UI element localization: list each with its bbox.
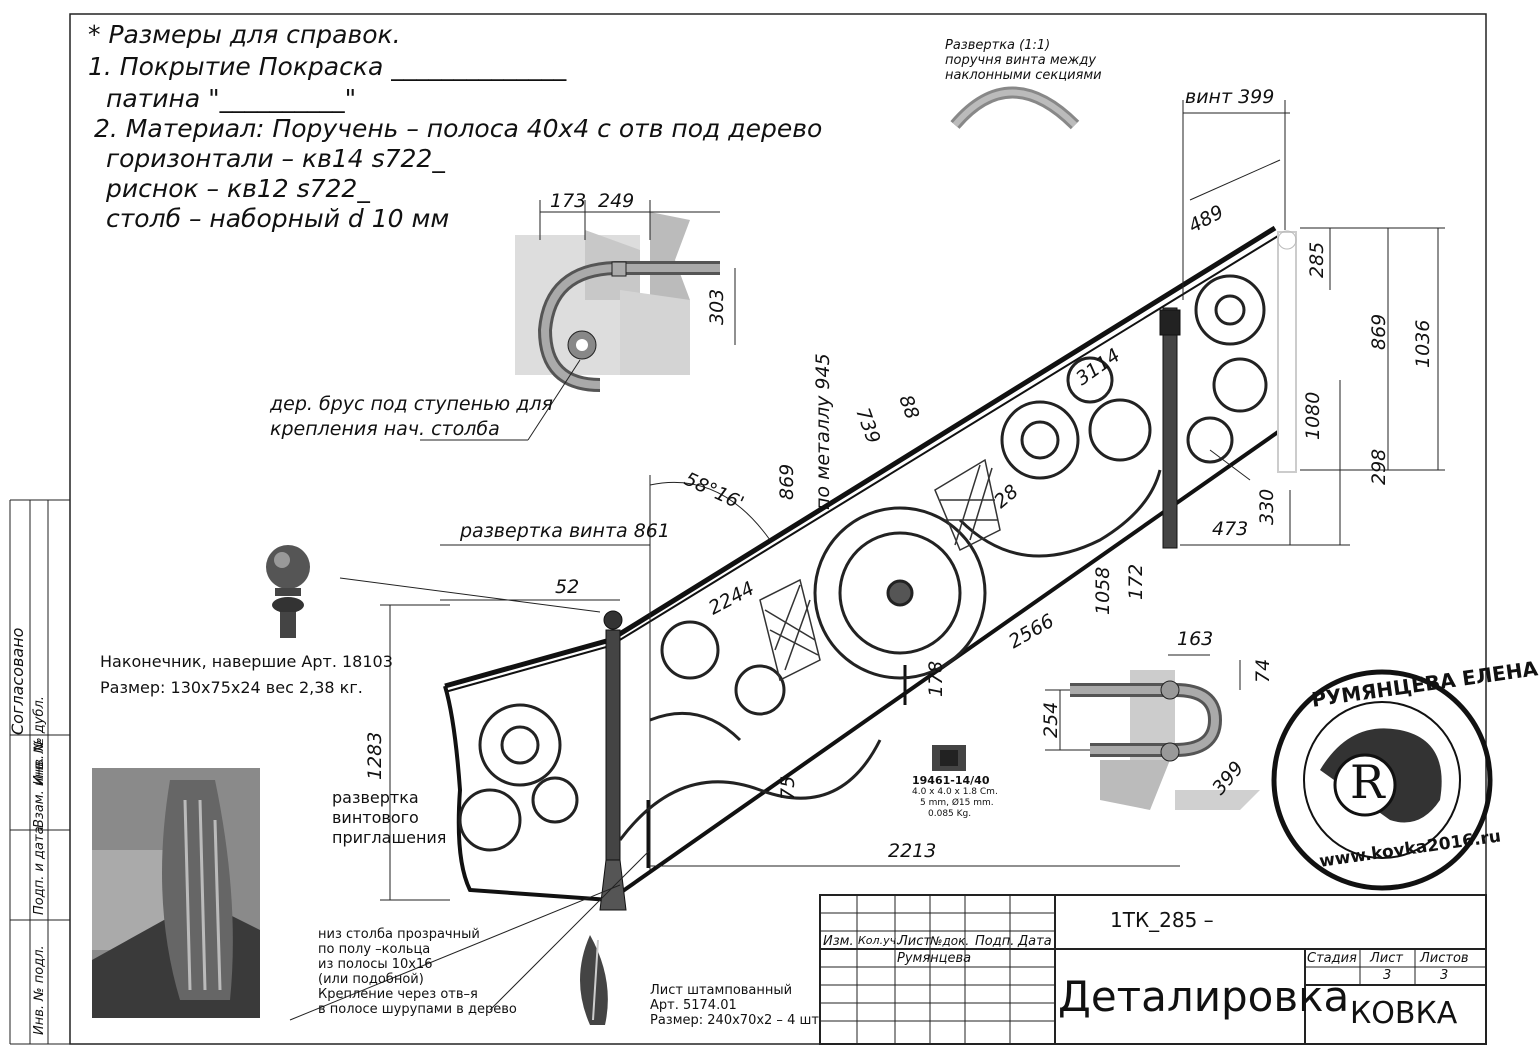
lattice bbox=[759, 458, 1001, 682]
label-list-1: Лист штампованный bbox=[650, 983, 793, 998]
side-label-podp-data: Подп. и дата bbox=[32, 826, 47, 915]
top-detail-title-2: поручня винта между bbox=[945, 53, 1097, 68]
stamp-letter: R bbox=[1350, 755, 1385, 809]
side-label-inv-dubl: Инв. № дубл. bbox=[32, 696, 47, 785]
dim-2213: 2213 bbox=[888, 840, 937, 862]
label-list-3: Размер: 240х70х2 – 4 шт bbox=[650, 1013, 819, 1028]
dim-330: 330 bbox=[1256, 488, 1278, 525]
dim-473: 473 bbox=[1212, 518, 1249, 540]
tb-h-ndok: №док. bbox=[930, 934, 970, 948]
dim-75: 75 bbox=[777, 775, 799, 800]
dim-178: 178 bbox=[925, 660, 947, 697]
tb-h-kol: Кол.уч. bbox=[858, 934, 900, 947]
label-razvertka-2: винтового bbox=[332, 808, 419, 827]
label-razvertka-3: приглашения bbox=[332, 828, 447, 847]
dim-74: 74 bbox=[1252, 658, 1274, 683]
dim-298: 298 bbox=[1368, 448, 1390, 485]
label-niz-5: Крепление через отв–я bbox=[318, 987, 478, 1002]
part-line-2: 5 mm, Ø15 mm. bbox=[920, 798, 994, 808]
company-stamp bbox=[1271, 669, 1493, 891]
dim-1283: 1283 bbox=[364, 731, 386, 780]
label-niz-3: из полосы 10х16 bbox=[318, 957, 433, 972]
side-label-inv-podl: Инв. № подл. bbox=[32, 945, 47, 1035]
tb-h-stadia: Стадия bbox=[1307, 951, 1357, 966]
part-line-1: 4.0 x 4.0 x 1.8 Cm. bbox=[912, 787, 998, 797]
label-niz-4: (или подобной) bbox=[318, 972, 424, 987]
dim-po-metallu-945: по металлу 945 bbox=[812, 353, 834, 510]
title-block-grid bbox=[819, 894, 1487, 1045]
dimension-lines bbox=[289, 100, 1445, 1021]
note-line-4: 2. Материал: Поручень – полоса 40х4 с от… bbox=[94, 114, 823, 143]
dim-1058: 1058 bbox=[1092, 566, 1114, 615]
dim-285: 285 bbox=[1306, 241, 1328, 278]
tb-h-list: Лист bbox=[898, 934, 931, 949]
label-list-2: Арт. 5174.01 bbox=[650, 998, 737, 1013]
post-photo bbox=[92, 768, 260, 1018]
leaf-image bbox=[580, 935, 608, 1025]
drawing-canvas bbox=[9, 13, 1493, 1045]
note-line-5: горизонтали – кв14 s722_ bbox=[106, 144, 445, 173]
label-soglasovano: Согласовано bbox=[8, 627, 27, 735]
label-niz-6: в полосе шурупами в дерево bbox=[318, 1002, 517, 1017]
note-line-2: 1. Покрытие Покраска ______________ bbox=[88, 52, 567, 81]
tb-h-list2: Лист bbox=[1370, 951, 1403, 966]
dim-razvertka-861: развертка винта 861 bbox=[460, 520, 670, 542]
ornament bbox=[458, 274, 1268, 852]
organization: КОВКА bbox=[1350, 996, 1458, 1031]
note-line-3: патина "__________" bbox=[106, 84, 357, 113]
dim-869-right: 869 bbox=[1368, 313, 1390, 350]
note-line-1: * Размеры для справок. bbox=[88, 20, 401, 49]
part-line-3: 0.085 Kg. bbox=[928, 809, 972, 819]
note-line-6: риснок – кв12 s722_ bbox=[106, 174, 370, 203]
dim-172: 172 bbox=[1125, 563, 1147, 600]
drawing-title: Деталировка bbox=[1058, 972, 1350, 1021]
dim-1080: 1080 bbox=[1302, 391, 1324, 440]
tb-author: Румянцева bbox=[897, 951, 972, 966]
dim-vint-399: винт 399 bbox=[1185, 86, 1275, 108]
tb-h-listov: Листов bbox=[1420, 951, 1469, 966]
dim-249: 249 bbox=[598, 190, 635, 212]
label-brus-1: дер. брус под ступенью для bbox=[270, 393, 553, 415]
label-nakonechnik-2: Размер: 130х75х24 вес 2,38 кг. bbox=[100, 678, 363, 697]
dim-303: 303 bbox=[706, 288, 728, 325]
tb-list-value: 3 bbox=[1383, 968, 1392, 983]
finial-image bbox=[266, 545, 310, 638]
top-left-detail bbox=[515, 212, 720, 392]
bottom-right-detail bbox=[1070, 670, 1260, 810]
dim-163: 163 bbox=[1177, 628, 1214, 650]
dim-869: 869 bbox=[776, 463, 798, 500]
top-detail-title-3: наклонными секциями bbox=[945, 68, 1102, 83]
part-19461-image bbox=[932, 745, 966, 771]
note-line-7: столб – наборный d 10 мм bbox=[106, 204, 450, 233]
tb-listov-value: 3 bbox=[1440, 968, 1449, 983]
tb-h-izm: Изм. bbox=[823, 934, 854, 949]
tb-h-data: Дата bbox=[1018, 934, 1052, 949]
label-nakonechnik-1: Наконечник, навершие Арт. 18103 bbox=[100, 652, 393, 671]
part-code: 19461-14/40 bbox=[912, 774, 990, 787]
dim-1036: 1036 bbox=[1412, 319, 1434, 368]
label-niz-2: по полу –кольца bbox=[318, 942, 431, 957]
tb-h-podp: Подп. bbox=[975, 934, 1015, 949]
dim-173: 173 bbox=[550, 190, 587, 212]
dim-254: 254 bbox=[1040, 701, 1062, 738]
label-niz-1: низ столба прозрачный bbox=[318, 927, 480, 942]
label-razvertka-1: развертка bbox=[332, 788, 419, 807]
top-detail-title-1: Развертка (1:1) bbox=[945, 38, 1051, 53]
label-brus-2: крепления нач. столба bbox=[270, 418, 500, 440]
drawing-code: 1ТК_285 – bbox=[1110, 908, 1214, 932]
dim-52: 52 bbox=[555, 576, 580, 598]
